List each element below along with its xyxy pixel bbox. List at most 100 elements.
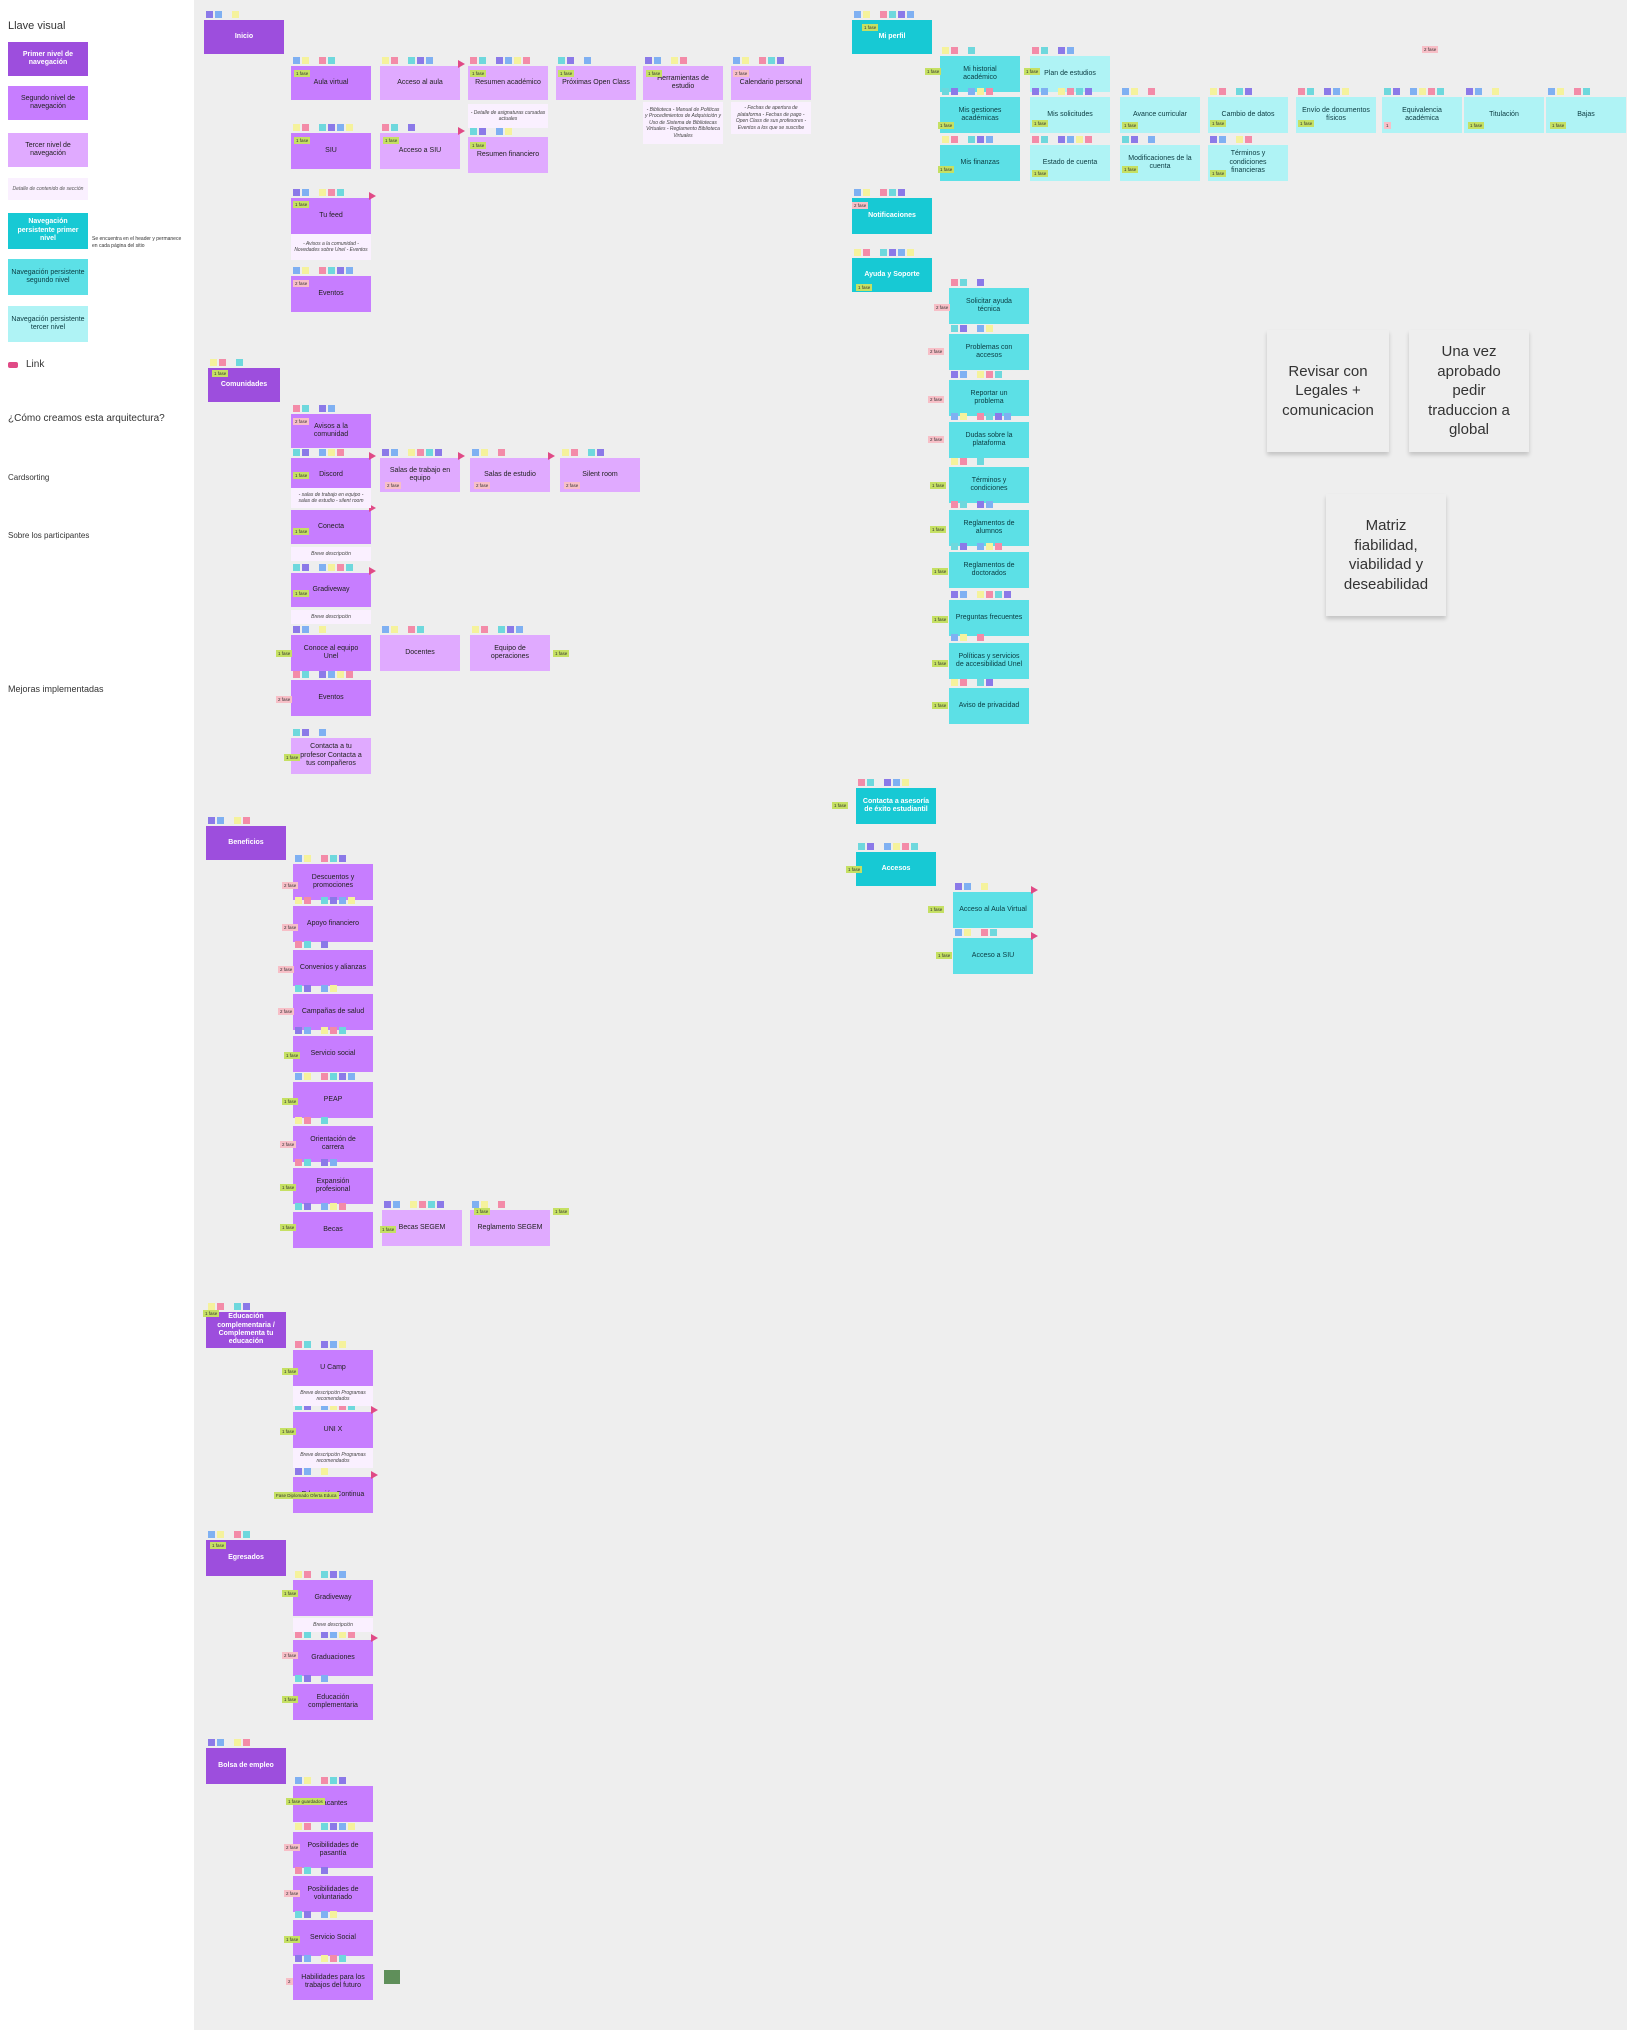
legend-item: Navegación persistente primer nivel — [8, 213, 88, 249]
vote-dot — [1219, 136, 1226, 143]
vote-dot — [330, 1777, 337, 1784]
link-participants[interactable]: Sobre los participantes — [8, 531, 90, 540]
sitemap-node[interactable]: Aviso de privacidad — [949, 688, 1029, 724]
vote-dot — [295, 1571, 302, 1578]
sitemap-node[interactable]: Expansión profesional — [293, 1168, 373, 1204]
vote-dot — [977, 413, 984, 420]
vote-dot — [968, 88, 975, 95]
sitemap-node[interactable]: Docentes — [380, 635, 460, 671]
sitemap-node[interactable]: Dudas sobre la plataforma — [949, 422, 1029, 458]
sitemap-node[interactable]: Beneficios — [206, 826, 286, 860]
vote-dot — [1410, 88, 1417, 95]
vote-dot — [321, 941, 328, 948]
vote-dot — [293, 564, 300, 571]
sitemap-node[interactable]: Cambio de datos — [1208, 97, 1288, 133]
sitemap-node[interactable]: Acceso al aula — [380, 66, 460, 100]
sitemap-node[interactable]: Habilidades para los trabajos del futuro — [293, 1964, 373, 2000]
question-architecture[interactable]: ¿Cómo creamos esta arquitectura? — [8, 413, 165, 424]
sitemap-node[interactable]: Términos y condiciones — [949, 467, 1029, 503]
sitemap-node[interactable]: Educación complementaria / Complementa t… — [206, 1312, 286, 1348]
sitemap-node[interactable]: Graduaciones — [293, 1640, 373, 1676]
sitemap-node[interactable]: Gradiveway — [291, 573, 371, 607]
sitemap-node[interactable]: Apoyo financiero — [293, 906, 373, 942]
sitemap-node[interactable]: Campañas de salud — [293, 994, 373, 1030]
sitemap-node[interactable]: Contacta a asesoría de éxito estudiantil — [856, 788, 936, 824]
sitemap-node[interactable]: Reglamentos de doctorados — [949, 552, 1029, 588]
vote-dot — [339, 1073, 346, 1080]
sitemap-node[interactable]: Modificaciones de la cuenta — [1120, 145, 1200, 181]
vote-dot — [339, 897, 346, 904]
sitemap-node[interactable]: PEAP — [293, 1082, 373, 1118]
link-improvements[interactable]: Mejoras implementadas — [8, 684, 104, 694]
sitemap-node[interactable]: Plan de estudios — [1030, 56, 1110, 92]
phase-tag: 1 fase — [932, 616, 949, 624]
phase-tag: 1 fase — [294, 70, 311, 78]
sitemap-node[interactable]: SIU — [291, 133, 371, 169]
sitemap-node[interactable]: Orientación de carrera — [293, 1126, 373, 1162]
sitemap-node[interactable]: Ayuda y Soporte — [852, 258, 932, 292]
sitemap-node[interactable]: Eventos — [291, 276, 371, 312]
vote-dot — [951, 88, 958, 95]
sitemap-node[interactable]: Inicio — [204, 20, 284, 54]
vote-dot — [562, 449, 569, 456]
vote-dots — [295, 1675, 328, 1682]
sitemap-node[interactable]: Mi historial académico — [940, 56, 1020, 92]
vote-dots — [295, 1341, 346, 1348]
sitemap-node[interactable]: Políticas y servicios de accesibilidad U… — [949, 643, 1029, 679]
sitemap-node[interactable]: Titulación — [1464, 97, 1544, 133]
sitemap-node[interactable]: Mis finanzas — [940, 145, 1020, 181]
sitemap-node[interactable]: Descuentos y promociones — [293, 864, 373, 900]
vote-dot — [295, 985, 302, 992]
vote-dot — [1298, 88, 1305, 95]
vote-dot — [217, 817, 224, 824]
sitemap-node[interactable]: Solicitar ayuda técnica — [949, 288, 1029, 324]
sitemap-node[interactable]: Preguntas frecuentes — [949, 600, 1029, 636]
sitemap-node[interactable]: Contacta a tu profesor Contacta a tus co… — [291, 738, 371, 774]
sitemap-node[interactable]: Acceso al Aula Virtual — [953, 892, 1033, 928]
sitemap-node[interactable]: Accesos — [856, 852, 936, 886]
vote-dot — [951, 279, 958, 286]
sitemap-node[interactable]: Convenios y alianzas — [293, 950, 373, 986]
sitemap-node[interactable]: U Camp — [293, 1350, 373, 1386]
vote-dot — [893, 843, 900, 850]
vote-dot — [951, 136, 958, 143]
sitemap-node[interactable]: Equivalencia académica — [1382, 97, 1462, 133]
sitemap-node[interactable]: Educación complementaria — [293, 1684, 373, 1720]
sitemap-node[interactable]: Becas — [293, 1212, 373, 1248]
sitemap-node[interactable]: Posibilidades de voluntariado — [293, 1876, 373, 1912]
sitemap-node[interactable]: UNI X — [293, 1412, 373, 1448]
sitemap-node[interactable]: Servicio Social — [293, 1920, 373, 1956]
sitemap-node[interactable]: Posibilidades de pasantía — [293, 1832, 373, 1868]
phase-tag: 2 fase — [282, 882, 299, 890]
vote-dots — [951, 325, 993, 332]
vote-dot — [1324, 88, 1331, 95]
sitemap-node[interactable]: Problemas con accesos — [949, 334, 1029, 370]
sitemap-node[interactable]: Reportar un problema — [949, 380, 1029, 416]
sitemap-node[interactable]: Resumen académico — [468, 66, 548, 100]
sitemap-node[interactable]: Reglamentos de alumnos — [949, 510, 1029, 546]
sitemap-node[interactable]: Conecta — [291, 510, 371, 544]
vote-dot — [302, 449, 309, 456]
link-cardsorting[interactable]: Cardsorting — [8, 473, 50, 482]
phase-tag: 2 fase — [282, 924, 299, 932]
vote-dot — [302, 564, 309, 571]
sitemap-node[interactable]: Envío de documentos físicos — [1296, 97, 1376, 133]
sitemap-node[interactable]: Servicio social — [293, 1036, 373, 1072]
sitemap-node[interactable]: Reglamento SEGEM — [470, 1210, 550, 1246]
sitemap-node[interactable]: Salas de estudio — [470, 458, 550, 492]
sitemap-node[interactable]: Acceso a SIU — [953, 938, 1033, 974]
phase-tag: 2 fase — [852, 202, 869, 210]
vote-dot — [328, 57, 335, 64]
vote-dot — [302, 626, 309, 633]
vote-dots — [293, 189, 344, 196]
sitemap-node[interactable]: Mis solicitudes — [1030, 97, 1110, 133]
sitemap-node[interactable]: Bolsa de empleo — [206, 1748, 286, 1784]
sitemap-node[interactable]: Gradiveway — [293, 1580, 373, 1616]
sitemap-node[interactable]: Equipo de operaciones — [470, 635, 550, 671]
vote-dots — [208, 1531, 250, 1538]
vote-dot — [964, 883, 971, 890]
sitemap-node[interactable]: Eventos — [291, 680, 371, 716]
vote-dot — [645, 57, 652, 64]
vote-dot — [319, 449, 326, 456]
sitemap-node[interactable]: Conoce al equipo Unel — [291, 635, 371, 671]
